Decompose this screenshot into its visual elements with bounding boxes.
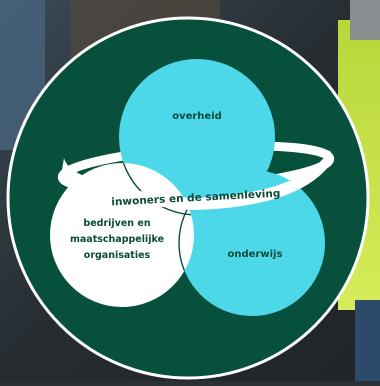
background-arm [350, 0, 380, 40]
overlap-outlines [118, 163, 194, 307]
label-bedrijven-line2: maatschappelijke [70, 234, 164, 245]
ring-front-ribbon [62, 150, 332, 210]
label-overheid: overheid [172, 111, 222, 122]
label-onderwijs: onderwijs [228, 249, 283, 260]
label-bedrijven-line3: organisaties [84, 250, 151, 261]
background-jeans [355, 300, 380, 381]
label-bedrijven-line1: bedrijven en [83, 218, 150, 229]
